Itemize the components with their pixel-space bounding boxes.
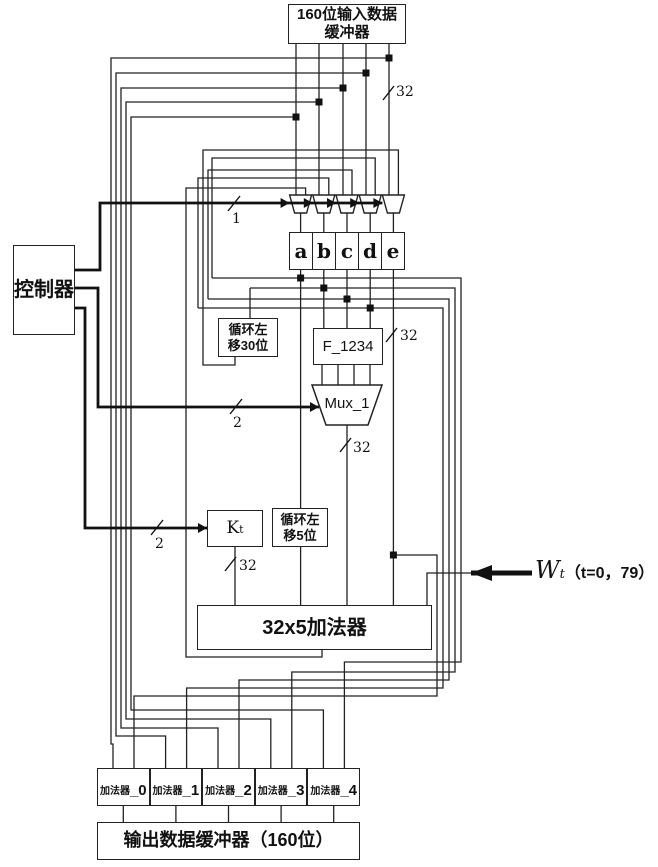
adder-32x5-box: 32x5加法器 [197, 605, 432, 650]
register-b: b [312, 233, 335, 269]
output-buffer-box: 输出数据缓冲器（160位） [97, 822, 360, 860]
bus-slash-ticks [150, 85, 398, 572]
f1234-label: F_1234 [322, 337, 374, 355]
kt-select-width-label: 2 [155, 536, 164, 552]
output-adder-2-suffix: _2 [235, 781, 252, 799]
signal-wires [110, 44, 473, 822]
output-adder-4-suffix: _4 [340, 781, 358, 799]
mux-select-width-label: 1 [232, 211, 241, 227]
output-adder-4-prefix: 加法器 [310, 786, 341, 797]
register-a: a [294, 239, 308, 263]
wt-range: （t=0，79） [564, 565, 655, 582]
output-adder-1-prefix: 加法器 [152, 786, 183, 797]
input-buffer-box: 160位输入数据 缓冲器 [288, 4, 406, 44]
kt-label: Kt [226, 518, 243, 538]
output-adder-0-prefix: 加法器 [99, 786, 130, 797]
register-e: e [381, 233, 404, 269]
mux1-label: Mux_1 [324, 395, 370, 412]
kt-out-width-label: 32 [239, 558, 257, 574]
control-lines [75, 201, 383, 530]
output-adder-2-prefix: 加法器 [205, 786, 236, 797]
adder-32x5-label: 32x5加法器 [262, 616, 367, 639]
output-adder-3-prefix: 加法器 [257, 786, 288, 797]
register-d: d [358, 233, 381, 269]
output-adder-0-suffix: _0 [129, 781, 147, 799]
wt-base: W [535, 556, 560, 584]
kt-constant-box: Kt [207, 510, 263, 547]
rotate-left-5-box: 循环左 移5位 [272, 508, 328, 547]
register-c: c [335, 233, 358, 269]
output-adder-3-suffix: _3 [287, 781, 305, 799]
rol5-line2: 移5位 [283, 527, 317, 543]
controller-label: 控制器 [14, 279, 74, 301]
wt-subscript: t [559, 567, 565, 582]
input-bus-width-label: 32 [396, 84, 414, 100]
mux1-select-width-label: 2 [233, 415, 242, 431]
input-buffer-line2: 缓冲器 [324, 24, 370, 41]
output-adder-2: 加法器_2 [202, 768, 255, 806]
rol30-line2: 移30位 [227, 337, 269, 353]
wt-input-label: Wt（t=0，79） [535, 556, 654, 584]
output-adder-4: 加法器_4 [307, 768, 360, 806]
output-adder-1: 加法器_1 [149, 768, 203, 806]
input-buffer-line1: 160位输入数据 [296, 6, 398, 23]
rol30-line1: 循环左 [228, 321, 268, 337]
f1234-box: F_1234 [313, 328, 383, 365]
mux1-out-width-label: 32 [353, 440, 371, 456]
rol5-line1: 循环左 [280, 511, 320, 527]
kt-subscript: t [239, 523, 244, 537]
kt-base: K [226, 518, 240, 539]
e-bus-width-label: 32 [400, 328, 418, 344]
controller-box: 控制器 [13, 245, 75, 335]
output-adder-1-suffix: _1 [182, 781, 200, 799]
working-registers-row: a b c d e [289, 232, 405, 270]
output-adder-3: 加法器_3 [254, 768, 308, 806]
rotate-left-30-box: 循环左 移30位 [218, 318, 278, 357]
mux1-shape [310, 384, 384, 426]
output-buffer-label: 输出数据缓冲器（160位） [123, 830, 334, 851]
junction-dots [292, 54, 397, 559]
output-adder-0: 加法器_0 [97, 768, 150, 806]
